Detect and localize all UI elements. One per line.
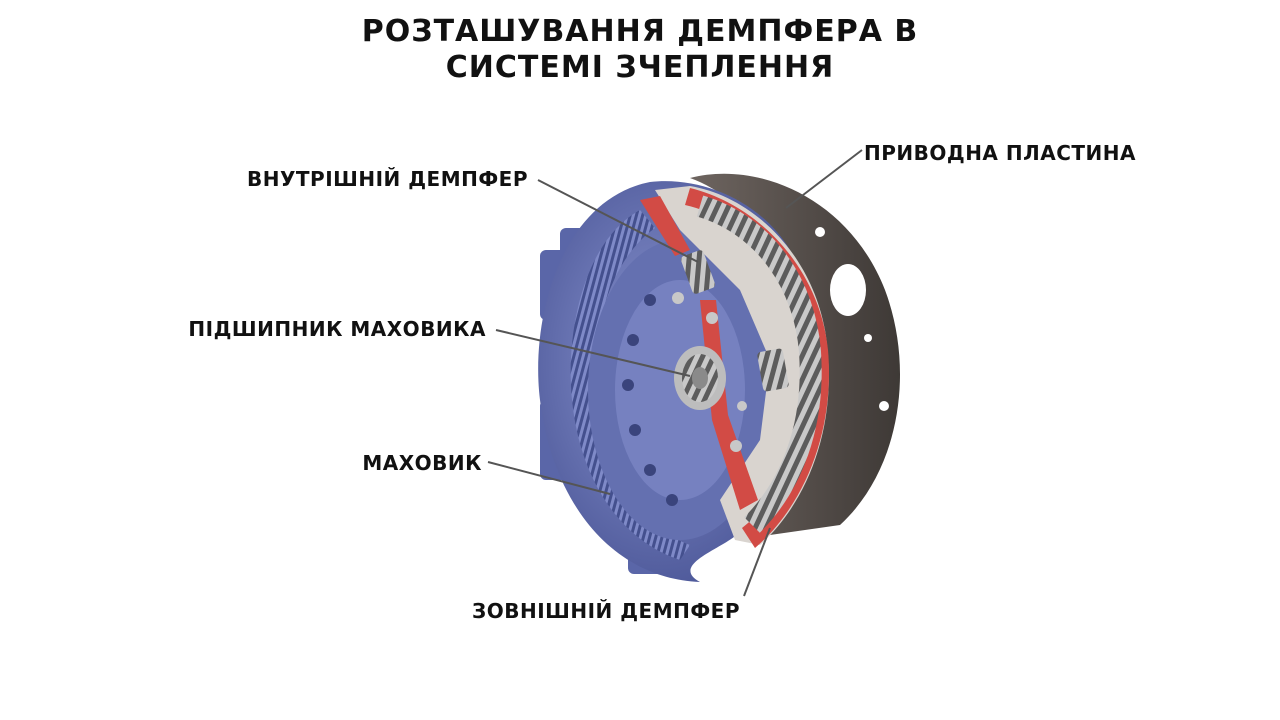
damper-cutaway [640, 186, 830, 548]
label-flywheel: МАХОВИК [362, 451, 482, 475]
label-outer-damper: ЗОВНІШНІЙ ДЕМПФЕР [472, 599, 740, 623]
title-line-2: СИСТЕМІ ЗЧЕПЛЕННЯ [445, 50, 835, 85]
leader-drive-plate [785, 149, 863, 209]
label-inner-damper: ВНУТРІШНІЙ ДЕМПФЕР [247, 167, 528, 191]
flywheel-bearing [672, 292, 747, 452]
leader-inner-damper [537, 179, 699, 263]
label-flywheel-bearing: ПІДШИПНИК МАХОВИКА [188, 317, 486, 341]
page-title: РОЗТАШУВАННЯ ДЕМПФЕРА В СИСТЕМІ ЗЧЕПЛЕНН… [0, 14, 1280, 86]
leader-flywheel [487, 461, 611, 495]
leader-lines [487, 149, 863, 597]
leader-outer-damper [743, 527, 771, 597]
label-drive-plate: ПРИВОДНА ПЛАСТИНА [864, 141, 1136, 165]
drive-plate [690, 173, 900, 535]
title-line-1: РОЗТАШУВАННЯ ДЕМПФЕРА В [361, 14, 919, 49]
leader-flywheel-bearing [495, 329, 691, 377]
